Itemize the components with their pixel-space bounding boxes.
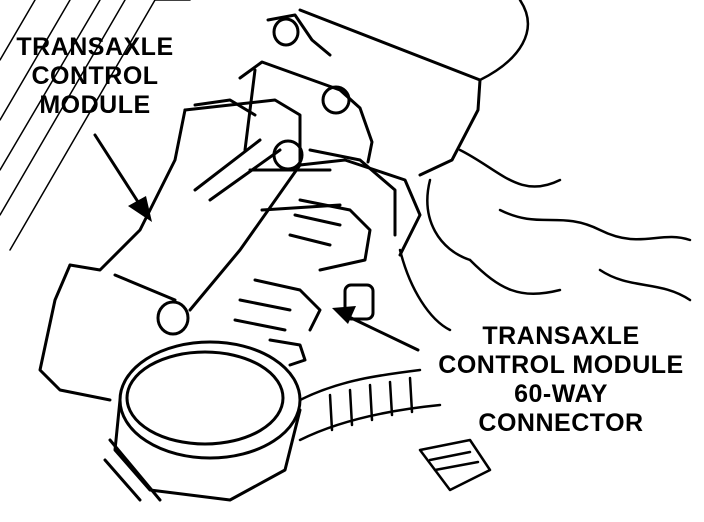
module-label-line-2: CONTROL [31,62,159,90]
connector-label-line-2: CONTROL MODULE [438,351,684,379]
connector-label-line-4: CONNECTOR [478,409,644,437]
arrow-head-module [128,196,152,222]
engine-background [398,0,692,332]
connector-label-line-1: TRANSAXLE [482,322,640,350]
hatching [0,0,191,251]
callout-arrows [93,133,420,352]
connector-label-line-3: 60-WAY [514,380,608,408]
connector-body [233,148,397,332]
tcm-housing [38,98,422,402]
wiring-harness [298,368,492,492]
arrow-head-connector [332,306,356,324]
round-housing [103,338,307,502]
module-label-line-3: MODULE [39,91,151,119]
transaxle-control-module-label: TRANSAXLE CONTROL MODULE [6,33,184,120]
module-label-line-1: TRANSAXLE [16,33,174,61]
upper-bracket [238,8,482,177]
connector-label: TRANSAXLE CONTROL MODULE 60-WAY CONNECTO… [420,322,702,438]
